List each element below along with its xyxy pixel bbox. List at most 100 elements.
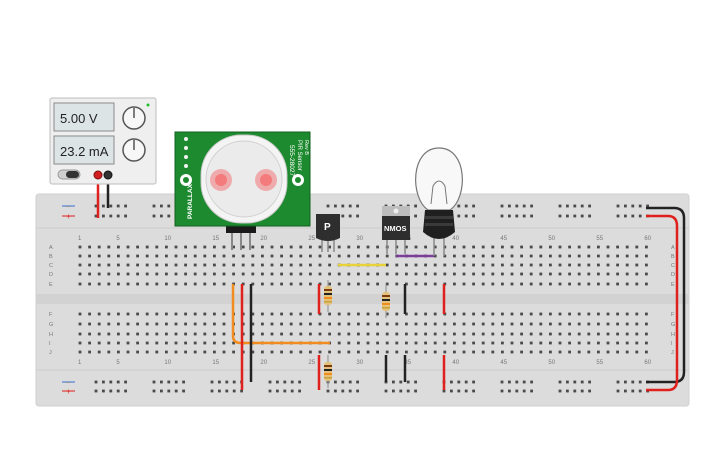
breadboard-hole[interactable] <box>203 350 207 354</box>
breadboard-hole[interactable] <box>549 272 552 276</box>
breadboard-hole[interactable] <box>472 282 475 286</box>
breadboard-hole[interactable] <box>568 272 571 276</box>
breadboard-hole[interactable] <box>366 312 370 316</box>
breadboard-hole[interactable] <box>508 204 511 208</box>
breadboard-hole[interactable] <box>529 272 533 276</box>
breadboard-hole[interactable] <box>529 341 533 345</box>
breadboard-hole[interactable] <box>78 312 82 316</box>
breadboard-hole[interactable] <box>587 254 591 258</box>
breadboard-hole[interactable] <box>289 245 293 249</box>
breadboard-hole[interactable] <box>491 312 495 316</box>
breadboard-hole[interactable] <box>102 389 105 393</box>
breadboard-hole[interactable] <box>472 272 475 276</box>
breadboard-hole[interactable] <box>366 322 370 326</box>
breadboard-hole[interactable] <box>385 263 389 267</box>
breadboard-hole[interactable] <box>530 380 533 384</box>
breadboard-hole[interactable] <box>222 350 226 354</box>
breadboard-hole[interactable] <box>500 214 504 218</box>
breadboard-hole[interactable] <box>568 282 571 286</box>
breadboard-hole[interactable] <box>376 272 379 276</box>
breadboard-hole[interactable] <box>376 254 379 258</box>
breadboard-hole[interactable] <box>472 322 475 326</box>
breadboard-hole[interactable] <box>155 341 159 345</box>
breadboard-hole[interactable] <box>270 263 274 267</box>
breadboard-hole[interactable] <box>453 245 456 249</box>
breadboard-hole[interactable] <box>193 350 197 354</box>
breadboard-hole[interactable] <box>184 322 187 326</box>
breadboard-hole[interactable] <box>97 350 101 354</box>
breadboard-hole[interactable] <box>385 341 389 345</box>
breadboard-hole[interactable] <box>433 341 437 345</box>
breadboard-hole[interactable] <box>472 263 475 267</box>
breadboard-hole[interactable] <box>174 272 178 276</box>
breadboard-hole[interactable] <box>107 282 111 286</box>
breadboard-hole[interactable] <box>376 332 379 336</box>
breadboard-hole[interactable] <box>165 254 168 258</box>
breadboard-hole[interactable] <box>155 350 159 354</box>
breadboard-hole[interactable] <box>384 389 388 393</box>
breadboard-hole[interactable] <box>558 380 562 384</box>
breadboard-hole[interactable] <box>280 254 283 258</box>
breadboard-hole[interactable] <box>337 332 341 336</box>
breadboard-hole[interactable] <box>348 389 352 393</box>
breadboard-hole[interactable] <box>241 272 245 276</box>
breadboard-hole[interactable] <box>558 312 562 316</box>
current-knob[interactable] <box>122 138 146 162</box>
breadboard-hole[interactable] <box>152 214 156 218</box>
breadboard-hole[interactable] <box>270 322 274 326</box>
breadboard-hole[interactable] <box>587 350 591 354</box>
breadboard-hole[interactable] <box>109 389 113 393</box>
breadboard-hole[interactable] <box>107 341 111 345</box>
breadboard-hole[interactable] <box>510 341 514 345</box>
breadboard-hole[interactable] <box>328 350 331 354</box>
breadboard-hole[interactable] <box>481 254 485 258</box>
breadboard-hole[interactable] <box>203 263 207 267</box>
breadboard-hole[interactable] <box>107 312 111 316</box>
breadboard-hole[interactable] <box>616 282 619 286</box>
breadboard-hole[interactable] <box>241 263 245 267</box>
breadboard-hole[interactable] <box>341 204 345 208</box>
breadboard-hole[interactable] <box>606 332 610 336</box>
breadboard-hole[interactable] <box>558 341 562 345</box>
breadboard-hole[interactable] <box>193 282 197 286</box>
breadboard-hole[interactable] <box>424 350 427 354</box>
voltage-knob[interactable] <box>122 106 146 130</box>
breadboard-hole[interactable] <box>510 245 514 249</box>
breadboard-hole[interactable] <box>136 272 139 276</box>
breadboard-hole[interactable] <box>453 272 456 276</box>
breadboard-hole[interactable] <box>174 263 178 267</box>
breadboard-hole[interactable] <box>529 332 533 336</box>
breadboard-hole[interactable] <box>442 389 446 393</box>
breadboard-hole[interactable] <box>566 214 569 218</box>
breadboard-hole[interactable] <box>539 245 543 249</box>
breadboard-hole[interactable] <box>472 204 475 208</box>
breadboard-hole[interactable] <box>392 389 395 393</box>
breadboard-hole[interactable] <box>357 272 360 276</box>
breadboard-hole[interactable] <box>270 245 274 249</box>
breadboard-hole[interactable] <box>155 263 159 267</box>
breadboard-hole[interactable] <box>299 312 303 316</box>
breadboard-hole[interactable] <box>587 341 591 345</box>
breadboard-hole[interactable] <box>270 332 274 336</box>
breadboard-hole[interactable] <box>635 245 639 249</box>
breadboard-hole[interactable] <box>117 254 120 258</box>
breadboard-hole[interactable] <box>174 312 178 316</box>
breadboard-hole[interactable] <box>443 350 447 354</box>
breadboard-hole[interactable] <box>606 312 610 316</box>
breadboard-hole[interactable] <box>606 245 610 249</box>
breadboard-hole[interactable] <box>357 254 360 258</box>
breadboard-hole[interactable] <box>568 341 571 345</box>
breadboard-hole[interactable] <box>529 263 533 267</box>
breadboard-hole[interactable] <box>193 332 197 336</box>
breadboard-hole[interactable] <box>366 272 370 276</box>
breadboard-hole[interactable] <box>625 322 629 326</box>
breadboard-hole[interactable] <box>530 389 533 393</box>
breadboard-hole[interactable] <box>261 245 264 249</box>
breadboard-hole[interactable] <box>165 245 168 249</box>
breadboard-hole[interactable] <box>520 263 523 267</box>
breadboard-hole[interactable] <box>443 322 447 326</box>
breadboard-hole[interactable] <box>309 322 312 326</box>
breadboard-hole[interactable] <box>433 312 437 316</box>
breadboard-hole[interactable] <box>276 389 279 393</box>
breadboard-hole[interactable] <box>152 380 156 384</box>
